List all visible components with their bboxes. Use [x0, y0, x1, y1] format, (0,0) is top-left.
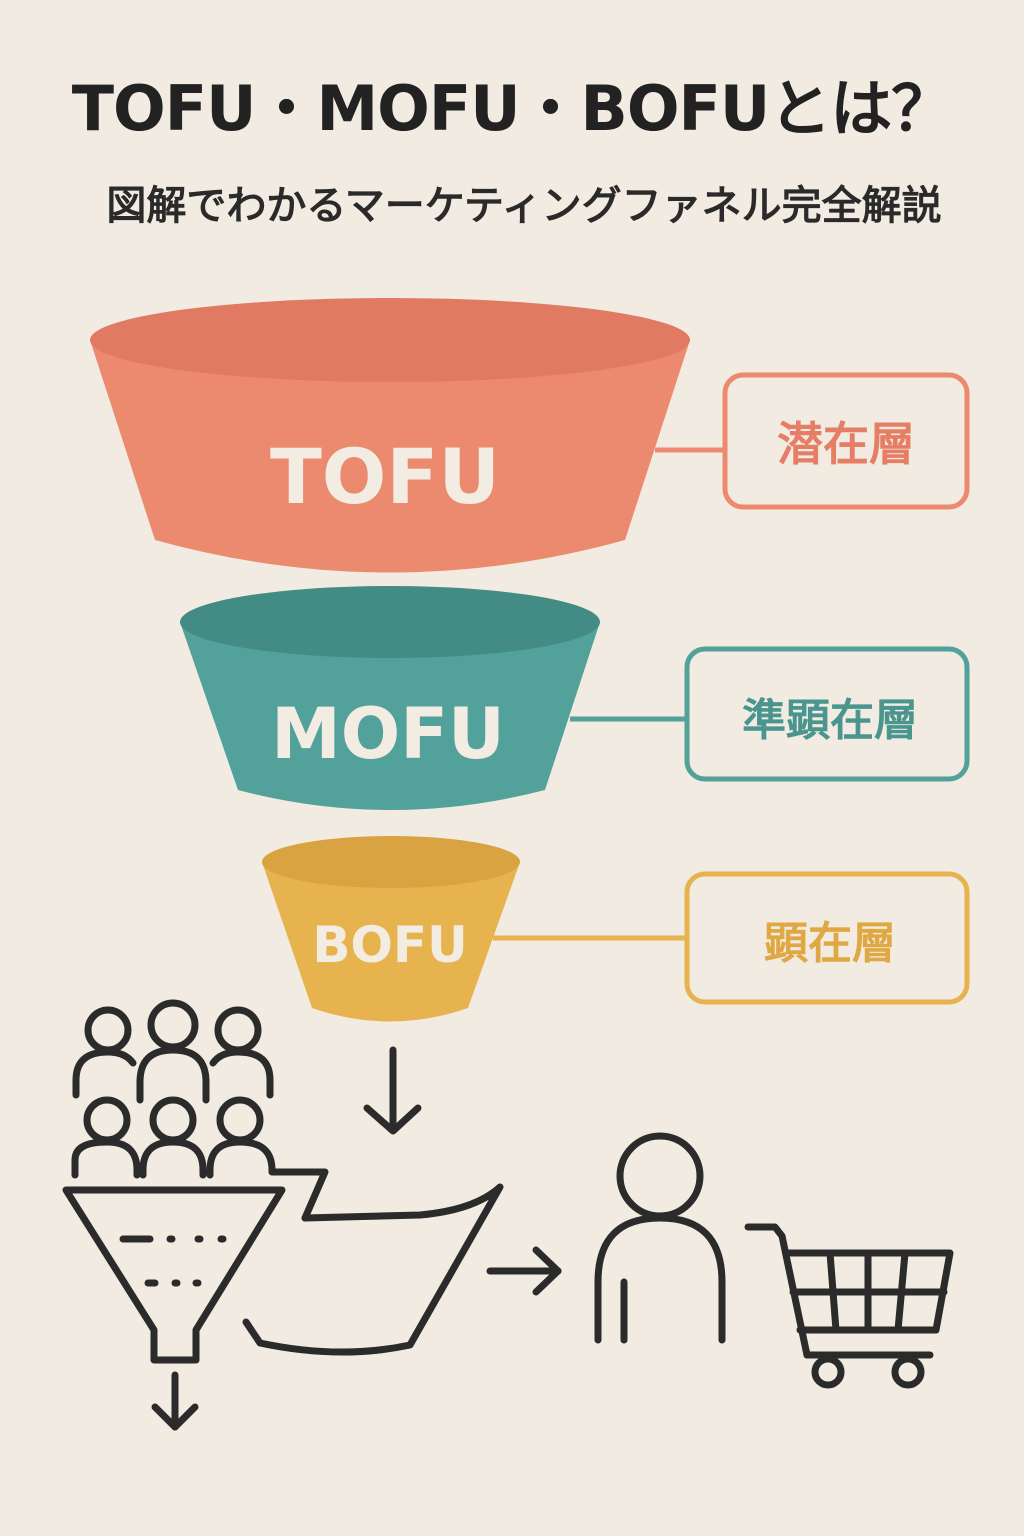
- layer-box-mofu: 準顕在層: [684, 646, 970, 782]
- person-icon: [594, 1132, 726, 1344]
- funnel-stage-mofu: MOFU: [180, 586, 687, 810]
- down-arrow-icon-bottom: [151, 1371, 199, 1431]
- filter-funnel-icon: [62, 1186, 286, 1364]
- funnel-stage-bofu: BOFU: [262, 836, 687, 1022]
- layer-box-bofu: 顕在層: [684, 871, 970, 1005]
- funnel-label-bofu: BOFU: [312, 916, 467, 974]
- down-arrow-icon: [363, 1046, 422, 1135]
- right-arrow-icon: [486, 1246, 562, 1296]
- funnel-label-tofu: TOFU: [270, 432, 500, 521]
- layer-box-tofu: 潜在層: [722, 372, 970, 510]
- page-subtitle: 図解でわかるマーケティングファネル完全解説: [106, 183, 942, 229]
- people-group-icon: [71, 999, 329, 1222]
- funnel-label-mofu: MOFU: [271, 693, 505, 775]
- page-title: TOFU・MOFU・BOFUとは？: [71, 72, 953, 145]
- bowl-funnel-icon: [242, 1183, 504, 1356]
- layer-label-tofu: 潜在層: [777, 417, 915, 471]
- shopping-cart-icon: [744, 1223, 954, 1389]
- funnel-stage-tofu: TOFU: [90, 298, 725, 573]
- layer-label-mofu: 準顕在層: [742, 695, 918, 746]
- layer-label-bofu: 顕在層: [764, 918, 896, 969]
